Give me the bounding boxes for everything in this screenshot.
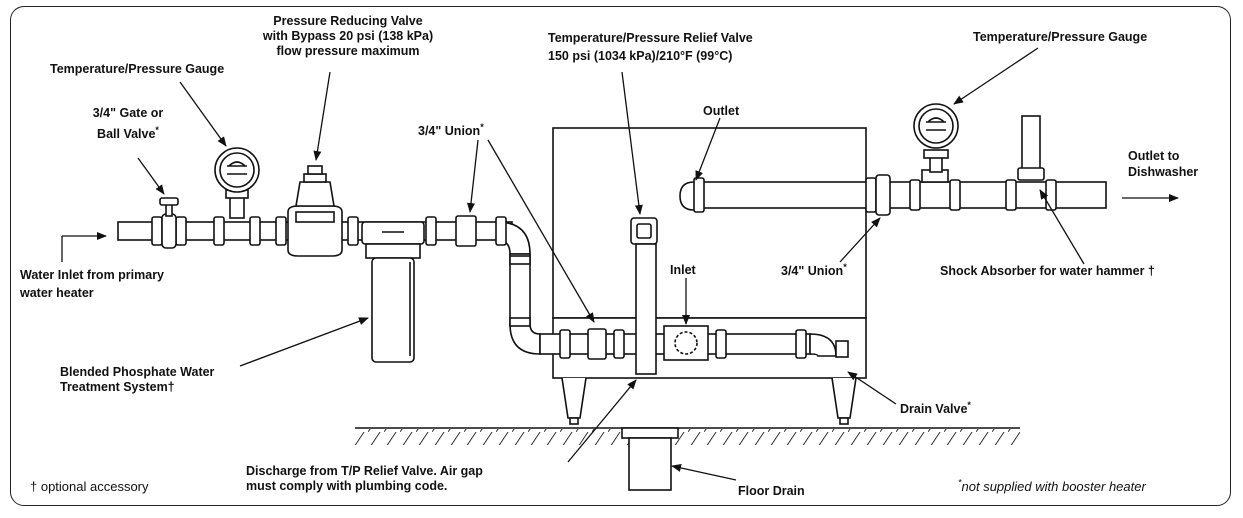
diagram-frame [10,6,1231,506]
pipe-fittings [151,215,807,360]
booster-heater-cabinet [552,127,867,425]
label-water-inlet: Water Inlet from primary water heater [20,266,164,302]
label-temperature-gauge-right: Temperature/Pressure Gauge [973,30,1148,44]
label-pressure-reducing-valve: Pressure Reducing Valve with Bypass 20 p… [256,14,440,59]
label-shock-absorber: Shock Absorber for water hammer † [940,264,1155,278]
label-floor-drain: Floor Drain [738,484,805,498]
asterisk-mark: * [155,124,159,135]
label-gate-valve-text: Ball Valve [97,127,156,141]
asterisk-mark: * [967,399,971,410]
label-gate-valve-line2: Ball Valve* [72,124,184,145]
asterisk-mark: * [958,477,962,488]
label-prv-line3: flow pressure maximum [276,44,420,58]
label-phosphate-line1: Blended Phosphate Water [60,365,215,379]
pressure-reducing-valve [287,165,343,257]
label-union-top: 3/4" Union* [418,121,484,139]
shock-absorber [1017,115,1045,181]
label-outlet-dw-line2: Dishwasher [1128,165,1199,179]
label-not-supplied-text: not supplied with booster heater [961,479,1146,494]
label-outlet: Outlet [703,104,740,118]
label-phosphate-system: Blended Phosphate Water Treatment System… [60,365,214,395]
temperature-gauge-right [913,103,959,183]
label-drain-valve: Drain Valve* [900,399,971,417]
relief-valve [630,217,658,375]
label-phosphate-line2: Treatment System† [60,380,175,394]
temperature-gauge-left [214,147,260,219]
label-prv-line1: Pressure Reducing Valve [273,14,423,28]
label-union-right-text: 3/4" Union [781,264,844,278]
label-not-supplied: *not supplied with booster heater [958,477,1146,494]
label-water-inlet-line1: Water Inlet from primary [20,268,165,282]
floor-drain-pipe [621,427,679,491]
outlet-pipe [679,174,1107,216]
label-prv-line2: with Bypass 20 psi (138 kPa) [262,29,434,43]
label-relief-valve: Temperature/Pressure Relief Valve 150 ps… [548,29,753,65]
label-optional-accessory: † optional accessory [30,479,149,494]
gate-valve [159,197,179,249]
heater-inlet-fitting [663,325,709,361]
leader-arrows [61,47,1179,481]
label-gate-valve: 3/4" Gate or Ball Valve* [72,103,184,145]
label-discharge-line2: must comply with plumbing code. [246,479,448,493]
label-temperature-gauge-left: Temperature/Pressure Gauge [50,62,225,76]
label-tprv-line1: Temperature/Pressure Relief Valve [548,31,753,45]
asterisk-mark: * [480,121,484,132]
label-tprv-line2: 150 psi (1034 kPa)/210°F (99°C) [548,49,733,63]
label-discharge: Discharge from T/P Relief Valve. Air gap… [246,464,483,494]
floor [355,427,1020,445]
label-inlet: Inlet [670,263,696,277]
label-union-top-text: 3/4" Union [418,124,481,138]
label-drain-valve-text: Drain Valve [900,402,968,416]
label-union-right: 3/4" Union* [781,261,847,279]
asterisk-mark: * [843,261,847,272]
phosphate-filter [361,221,425,363]
label-discharge-line1: Discharge from T/P Relief Valve. Air gap [246,464,483,478]
label-gate-valve-line1: 3/4" Gate or [92,106,164,120]
label-outlet-to-dishwasher: Outlet to Dishwasher [1128,148,1198,180]
label-outlet-dw-line1: Outlet to [1128,149,1180,163]
label-water-inlet-line2: water heater [20,286,94,300]
